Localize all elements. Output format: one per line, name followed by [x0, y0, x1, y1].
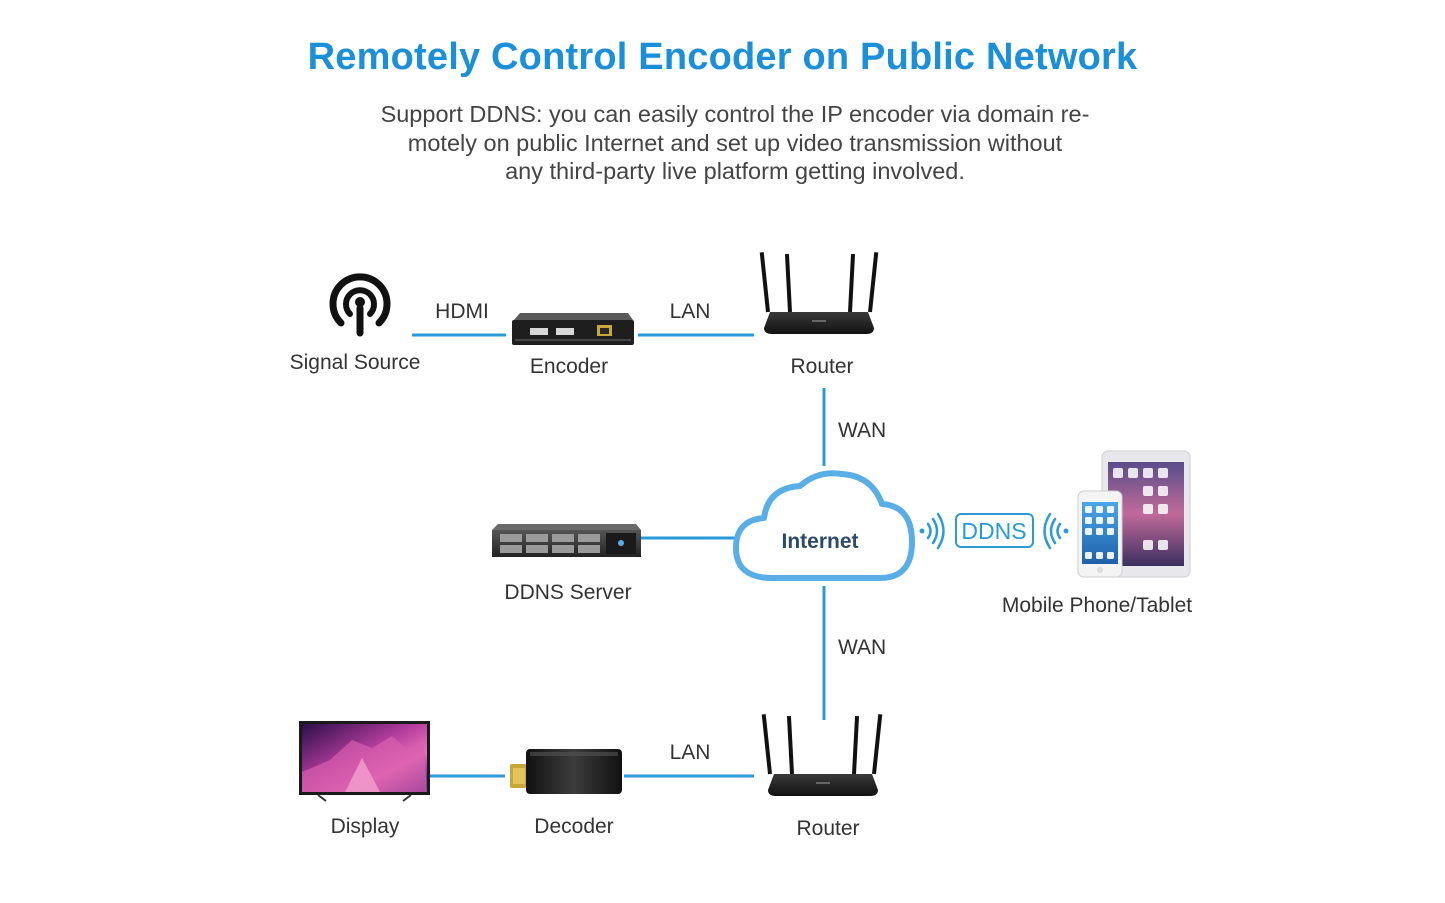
mobile-label: Mobile Phone/Tablet — [1001, 594, 1193, 617]
wireless-right-icon — [1043, 512, 1069, 550]
wan-bottom-link-label: WAN — [838, 636, 887, 659]
wan-top-link-label: WAN — [838, 419, 887, 442]
description-line-1: Support DDNS: you can easily control the… — [380, 101, 1090, 127]
signal-source-icon — [329, 273, 391, 337]
phone-icon — [1077, 490, 1123, 578]
wireless-left-icon — [919, 512, 945, 550]
connection-lines — [412, 333, 826, 778]
display-tv-icon — [299, 721, 430, 802]
hdmi-link-label: HDMI — [435, 300, 489, 323]
router-bottom-label: Router — [796, 817, 860, 840]
display-label: Display — [330, 815, 400, 838]
ddns-server-icon — [492, 524, 641, 557]
router-top-label: Router — [790, 355, 854, 378]
ddns-label: DDNS — [961, 518, 1026, 544]
decoder-icon — [510, 749, 622, 794]
decoder-label: Decoder — [534, 815, 614, 838]
signal-source-label: Signal Source — [289, 351, 421, 374]
router-bottom-icon — [761, 714, 883, 796]
ddns-badge: DDNS — [955, 513, 1034, 548]
description-line-2: motely on public Internet and set up vid… — [407, 129, 1063, 156]
ddns-server-label: DDNS Server — [504, 581, 632, 604]
encoder-icon — [512, 313, 634, 345]
router-top-icon — [759, 252, 879, 334]
page-title: Remotely Control Encoder on Public Netwo… — [307, 36, 1138, 78]
page-description: Support DDNS: you can easily control the… — [330, 100, 1140, 186]
internet-label: Internet — [781, 530, 859, 553]
description-line-3: any third-party live platform getting in… — [505, 158, 965, 184]
internet-cloud-icon — [733, 470, 915, 581]
encoder-label: Encoder — [529, 355, 609, 378]
lan-top-link-label: LAN — [669, 300, 711, 323]
lan-bottom-link-label: LAN — [669, 741, 711, 764]
